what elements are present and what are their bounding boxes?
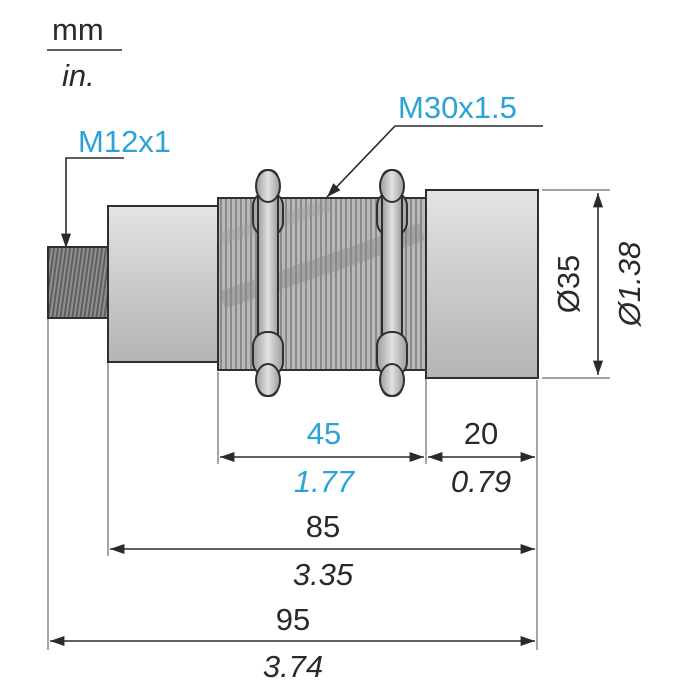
unit-mm-label: mm bbox=[52, 12, 104, 47]
body-thread-label: M30x1.5 bbox=[398, 90, 517, 125]
body-length-mm-label: 85 bbox=[306, 509, 340, 544]
head-length-in-label: 0.79 bbox=[451, 464, 511, 499]
overall-length-mm-label: 95 bbox=[276, 602, 310, 637]
connector-thread bbox=[47, 246, 110, 319]
thread-length-mm-label: 45 bbox=[307, 416, 341, 451]
unit-in-label: in. bbox=[62, 58, 95, 93]
rear-body bbox=[107, 205, 220, 363]
lock-nut-right bbox=[376, 169, 408, 397]
thread-length-dimension: 45 1.77 bbox=[220, 416, 424, 499]
body-length-in-label: 3.35 bbox=[293, 557, 354, 592]
body-thread-leader bbox=[326, 125, 543, 198]
sensing-head bbox=[425, 189, 539, 379]
head-length-mm-label: 20 bbox=[464, 416, 498, 451]
lock-nut-left bbox=[252, 169, 284, 397]
connector-thread-leader bbox=[60, 157, 124, 248]
head-length-dimension: 20 0.79 bbox=[428, 416, 535, 499]
thread-length-in-label: 1.77 bbox=[294, 464, 356, 499]
sensor-body bbox=[47, 169, 610, 650]
overall-length-dimension: 95 3.74 bbox=[50, 602, 535, 684]
diameter-in-label: Ø1.38 bbox=[612, 241, 647, 327]
diameter-dimension: Ø35 Ø1.38 bbox=[551, 193, 647, 375]
body-length-dimension: 85 3.35 bbox=[110, 509, 535, 592]
diameter-mm-label: Ø35 bbox=[551, 255, 586, 314]
overall-length-in-label: 3.74 bbox=[263, 649, 323, 684]
connector-thread-label: M12x1 bbox=[78, 124, 171, 159]
unit-legend: mm in. bbox=[47, 12, 122, 93]
